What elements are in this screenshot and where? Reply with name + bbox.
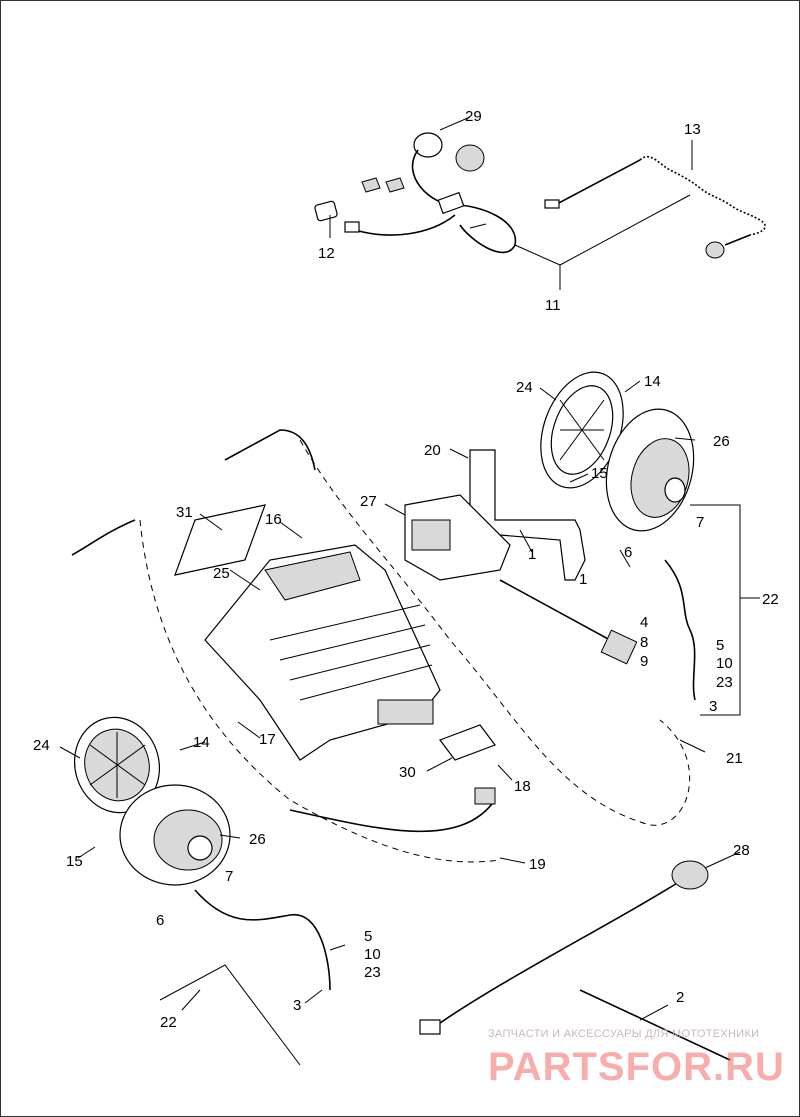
cable-19 [289,799,496,833]
callout-1-left: 1 [528,546,536,563]
callout-5-lower: 5 [364,928,372,945]
watermark: ЗАПЧАСТИ И АКСЕССУАРЫ ДЛЯ МОТОТЕХНИКИ PA… [488,1028,785,1089]
coiled-antenna-cord [544,155,766,259]
callout-6-upper: 6 [624,544,632,561]
callout-12: 12 [318,245,335,262]
callout-27: 27 [360,493,377,510]
callout-21: 21 [726,750,743,767]
harness-route-right [299,439,691,826]
callout-1-right: 1 [579,571,587,588]
callout-10-lower: 10 [364,946,381,963]
callout-labels: 29 13 12 11 24 14 26 20 15 27 31 16 7 25… [33,108,779,1031]
callout-3-lower: 3 [293,997,301,1014]
callout-7-upper: 7 [696,514,704,531]
speaker-lower [119,784,231,886]
callout-10-upper: 10 [716,655,733,672]
callout-26-lower: 26 [249,831,266,848]
callout-4: 4 [640,614,648,631]
headset-assembly [314,132,517,254]
callout-14-lower: 14 [193,734,210,751]
callout-16: 16 [265,511,282,528]
callout-28: 28 [733,842,750,859]
callout-15-upper: 15 [591,465,608,482]
callout-23-upper: 23 [716,674,733,691]
bracket-30 [439,724,496,761]
callout-18: 18 [514,778,531,795]
callout-14-upper: 14 [644,373,661,390]
callout-19: 19 [529,856,546,873]
callout-25: 25 [213,565,230,582]
callout-11: 11 [545,297,561,314]
callout-17: 17 [259,731,276,748]
cover-plate [174,504,266,576]
callout-9: 9 [640,653,648,670]
watermark-caption: ЗАПЧАСТИ И АКСЕССУАРЫ ДЛЯ МОТОТЕХНИКИ [488,1028,759,1040]
callout-5-upper: 5 [716,637,724,654]
speaker-upper [605,408,695,532]
amplifier-main [204,544,441,761]
callout-6-lower: 6 [156,912,164,929]
callout-22-upper: 22 [762,591,779,608]
speaker-harness-upper [664,559,696,701]
gps-antenna-cable [429,874,691,1031]
callout-24-lower: 24 [33,737,50,754]
cable-tie [579,989,731,1061]
callout-22-lower: 22 [160,1014,177,1031]
speaker-harness-lower [194,889,331,991]
callout-13: 13 [684,121,701,138]
callout-29: 29 [465,108,482,125]
harness-route-left [139,519,501,863]
speaker-grille-lower [73,716,161,814]
callout-24-upper: 24 [516,379,533,396]
callout-20: 20 [424,442,441,459]
amplifier-module-small [404,494,638,665]
callout-23-lower: 23 [364,964,381,981]
callout-2: 2 [676,989,684,1006]
callout-8: 8 [640,634,648,651]
watermark-brand: PARTSFOR.RU [488,1045,785,1089]
speaker-grille-upper [540,371,624,489]
callout-7-lower: 7 [225,868,233,885]
callout-26-upper: 26 [713,433,730,450]
callout-15-lower: 15 [66,853,83,870]
callout-3-upper: 3 [709,698,717,715]
callout-30: 30 [399,764,416,781]
callout-31: 31 [176,504,193,521]
